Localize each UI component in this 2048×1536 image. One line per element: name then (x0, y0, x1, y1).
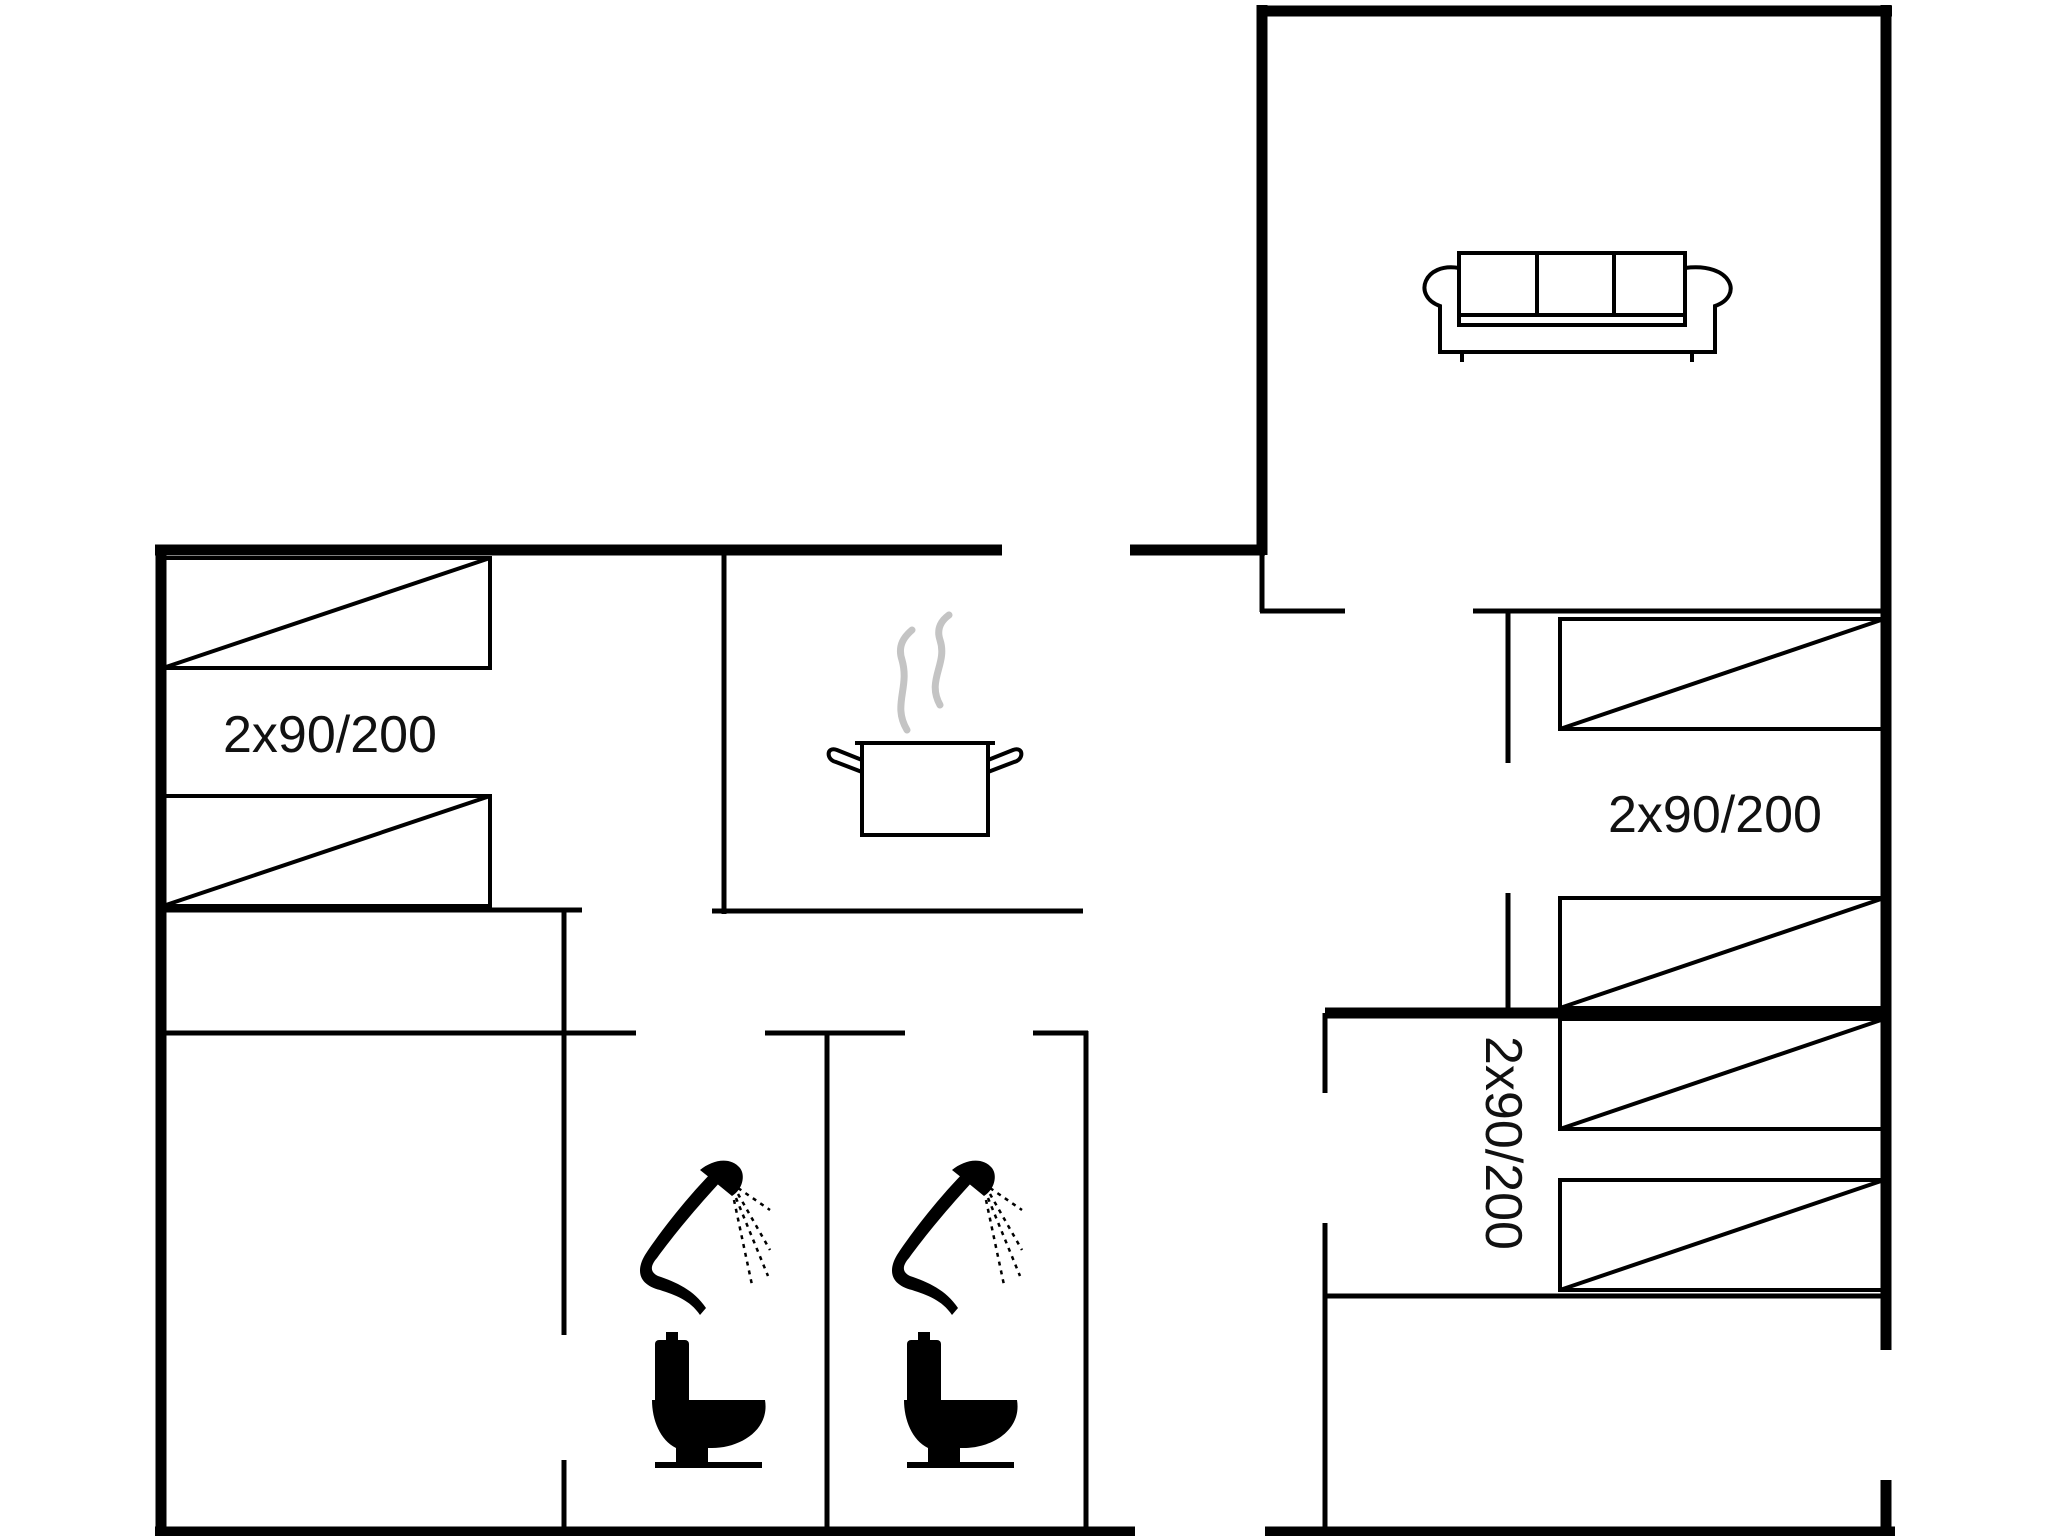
bed-right-2 (1558, 896, 1886, 1010)
shower-icon (640, 1160, 772, 1315)
bed-right-1 (1558, 617, 1886, 731)
bed-label-right-lower: 2x90/200 (1474, 1036, 1532, 1250)
sofa-icon (1422, 251, 1733, 362)
bed-left-bottom (161, 794, 492, 908)
toilet-icon (652, 1332, 766, 1468)
beds (161, 556, 1886, 1292)
bed-label-left: 2x90/200 (223, 706, 437, 764)
bed-label-right-upper: 2x90/200 (1608, 786, 1822, 844)
bed-right-3 (1558, 1017, 1886, 1131)
toilet-icon (904, 1332, 1018, 1468)
shower-icon (892, 1160, 1024, 1315)
bed-left-top (161, 556, 492, 670)
cooking-pot-icon (826, 611, 1024, 837)
bed-right-4 (1558, 1178, 1886, 1292)
interior-walls (161, 550, 1890, 1532)
exterior-walls (155, 5, 1895, 1536)
